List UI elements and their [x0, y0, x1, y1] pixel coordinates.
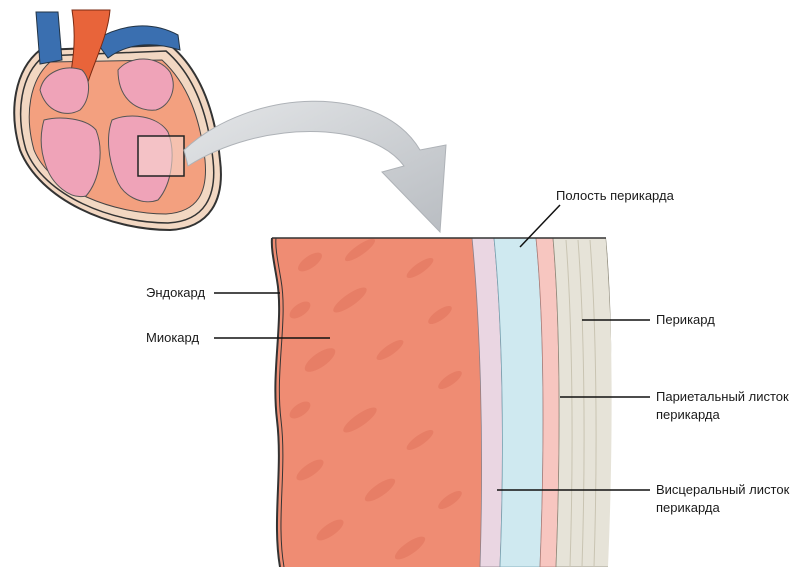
wall-section [260, 230, 614, 567]
label-parietal-pericardium: Париетальный листок перикарда [656, 388, 789, 424]
label-visceral-pericardium: Висцеральный листок перикарда [656, 481, 789, 517]
label-endocardium: Эндокард [146, 284, 205, 302]
label-parietal-line2: перикарда [656, 406, 789, 424]
label-pericardial-cavity: Полость перикарда [556, 187, 674, 205]
zoom-box [138, 136, 184, 176]
label-visceral-line2: перикарда [656, 499, 789, 517]
zoom-arrow [184, 101, 446, 232]
label-visceral-line1: Висцеральный листок [656, 481, 789, 499]
label-pericardium: Перикард [656, 311, 715, 329]
myocardium-layer [260, 230, 490, 567]
vena-cava [36, 12, 62, 64]
label-myocardium: Миокард [146, 329, 199, 347]
label-parietal-line1: Париетальный листок [656, 388, 789, 406]
heart-illustration [14, 10, 221, 230]
